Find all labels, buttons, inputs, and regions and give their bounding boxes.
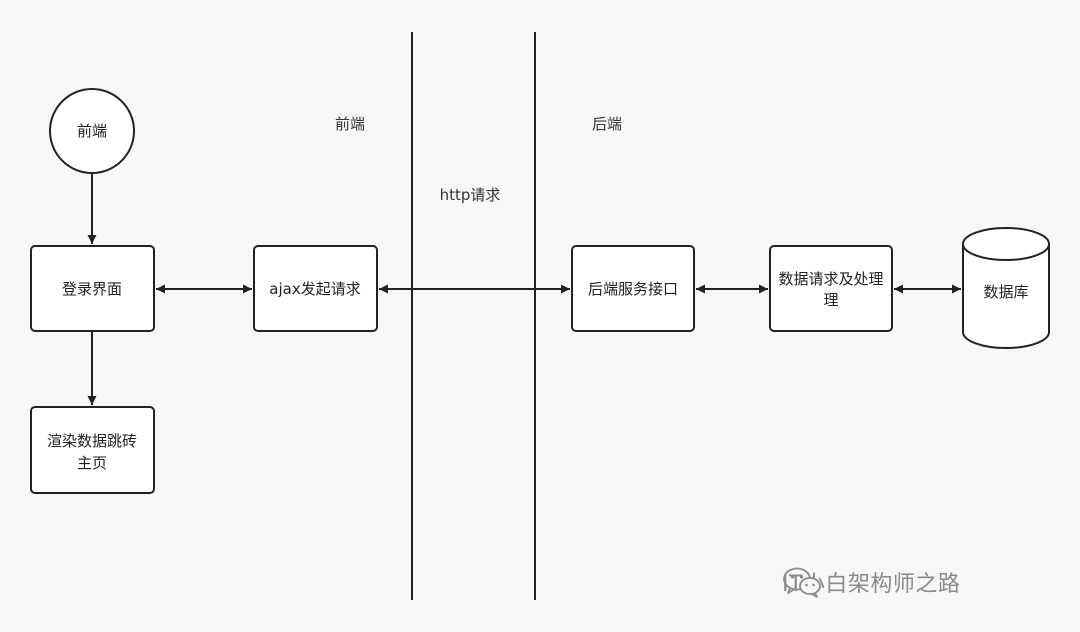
ajax-label: ajax发起请求 <box>269 280 360 298</box>
render-label-line1: 渲染数据跳砖 <box>47 432 137 450</box>
wechat-icon <box>783 567 821 598</box>
login-label: 登录界面 <box>62 280 122 298</box>
backend-zone-label: 后端 <box>592 115 622 133</box>
data-process-label-line1: 数据请求及处理 <box>778 270 883 288</box>
watermark: IT小白架构师之路 <box>782 566 960 598</box>
data-process-node <box>769 245 893 332</box>
frontend-start-label: 前端 <box>77 122 107 140</box>
login-node <box>30 245 155 332</box>
database-label: 数据库 <box>983 283 1028 301</box>
render-label-line2: 主页 <box>77 454 107 472</box>
render-node <box>30 406 155 494</box>
backend-api-node <box>571 245 695 332</box>
data-process-label-line2: 理 <box>823 291 838 309</box>
database-node <box>962 227 1050 349</box>
http-request-label: http请求 <box>440 186 501 204</box>
ajax-node <box>253 245 378 332</box>
backend-api-label: 后端服务接口 <box>588 280 678 298</box>
frontend-zone-label: 前端 <box>335 115 365 133</box>
